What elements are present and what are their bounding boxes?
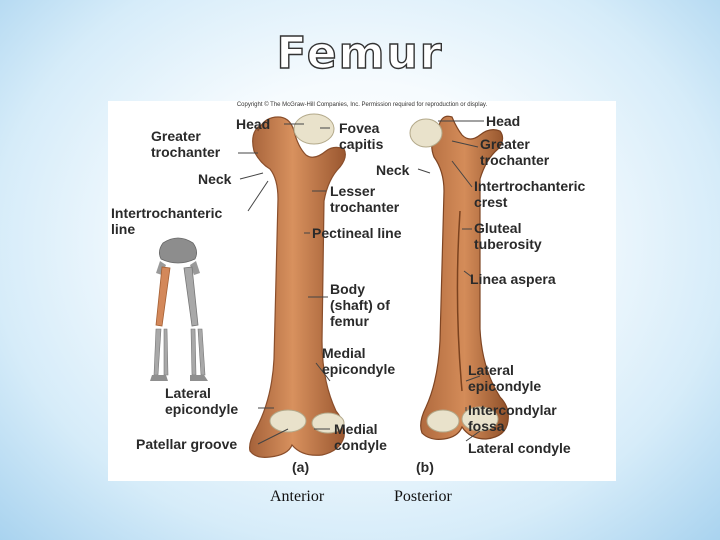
label-intercondylar-fossa: Intercondylar fossa [468,402,557,434]
caption-anterior: Anterior [270,488,325,505]
posterior-femur [409,115,509,440]
caption-posterior: Posterior [394,488,452,505]
label-head-posterior: Head [486,113,521,129]
label-body-shaft: Body (shaft) of femur [330,281,390,329]
leader-lines [238,120,484,445]
label-neck-anterior: Neck [198,171,232,187]
label-intertrochanteric-line: Intertrochanteric line [111,205,223,237]
femur-illustration [150,113,509,458]
panel-label-b: (b) [416,459,434,475]
label-lateral-epicondyle-posterior: Lateral epicondyle [468,362,542,394]
label-patellar-groove: Patellar groove [136,436,238,452]
label-lateral-epicondyle-anterior: Lateral epicondyle [165,385,239,417]
anterior-femur [249,113,346,458]
label-greater-trochanter-posterior: Greater trochanter [480,136,550,168]
label-neck-posterior: Neck [376,162,410,178]
label-greater-trochanter-anterior: Greater trochanter [151,128,221,160]
label-pectineal-line: Pectineal line [312,225,402,241]
skeleton-thumbnail [150,237,208,381]
femur-figure: Copyright © The McGraw-Hill Companies, I… [108,101,616,481]
label-linea-aspera: Linea aspera [470,271,556,287]
label-lesser-trochanter: Lesser trochanter [330,183,400,215]
label-medial-epicondyle: Medial epicondyle [322,345,396,377]
label-medial-condyle: Medial condyle [334,421,387,453]
label-fovea-capitis: Fovea capitis [339,120,384,152]
label-head-anterior: Head [236,116,271,132]
copyright-notice: Copyright © The McGraw-Hill Companies, I… [236,102,488,108]
label-gluteal-tuberosity: Gluteal tuberosity [474,220,542,252]
slide-title: Femur [276,27,444,79]
label-lateral-condyle: Lateral condyle [468,440,571,456]
label-intertrochanteric-crest: Intertrochanteric crest [474,178,586,210]
panel-label-a: (a) [292,459,310,475]
